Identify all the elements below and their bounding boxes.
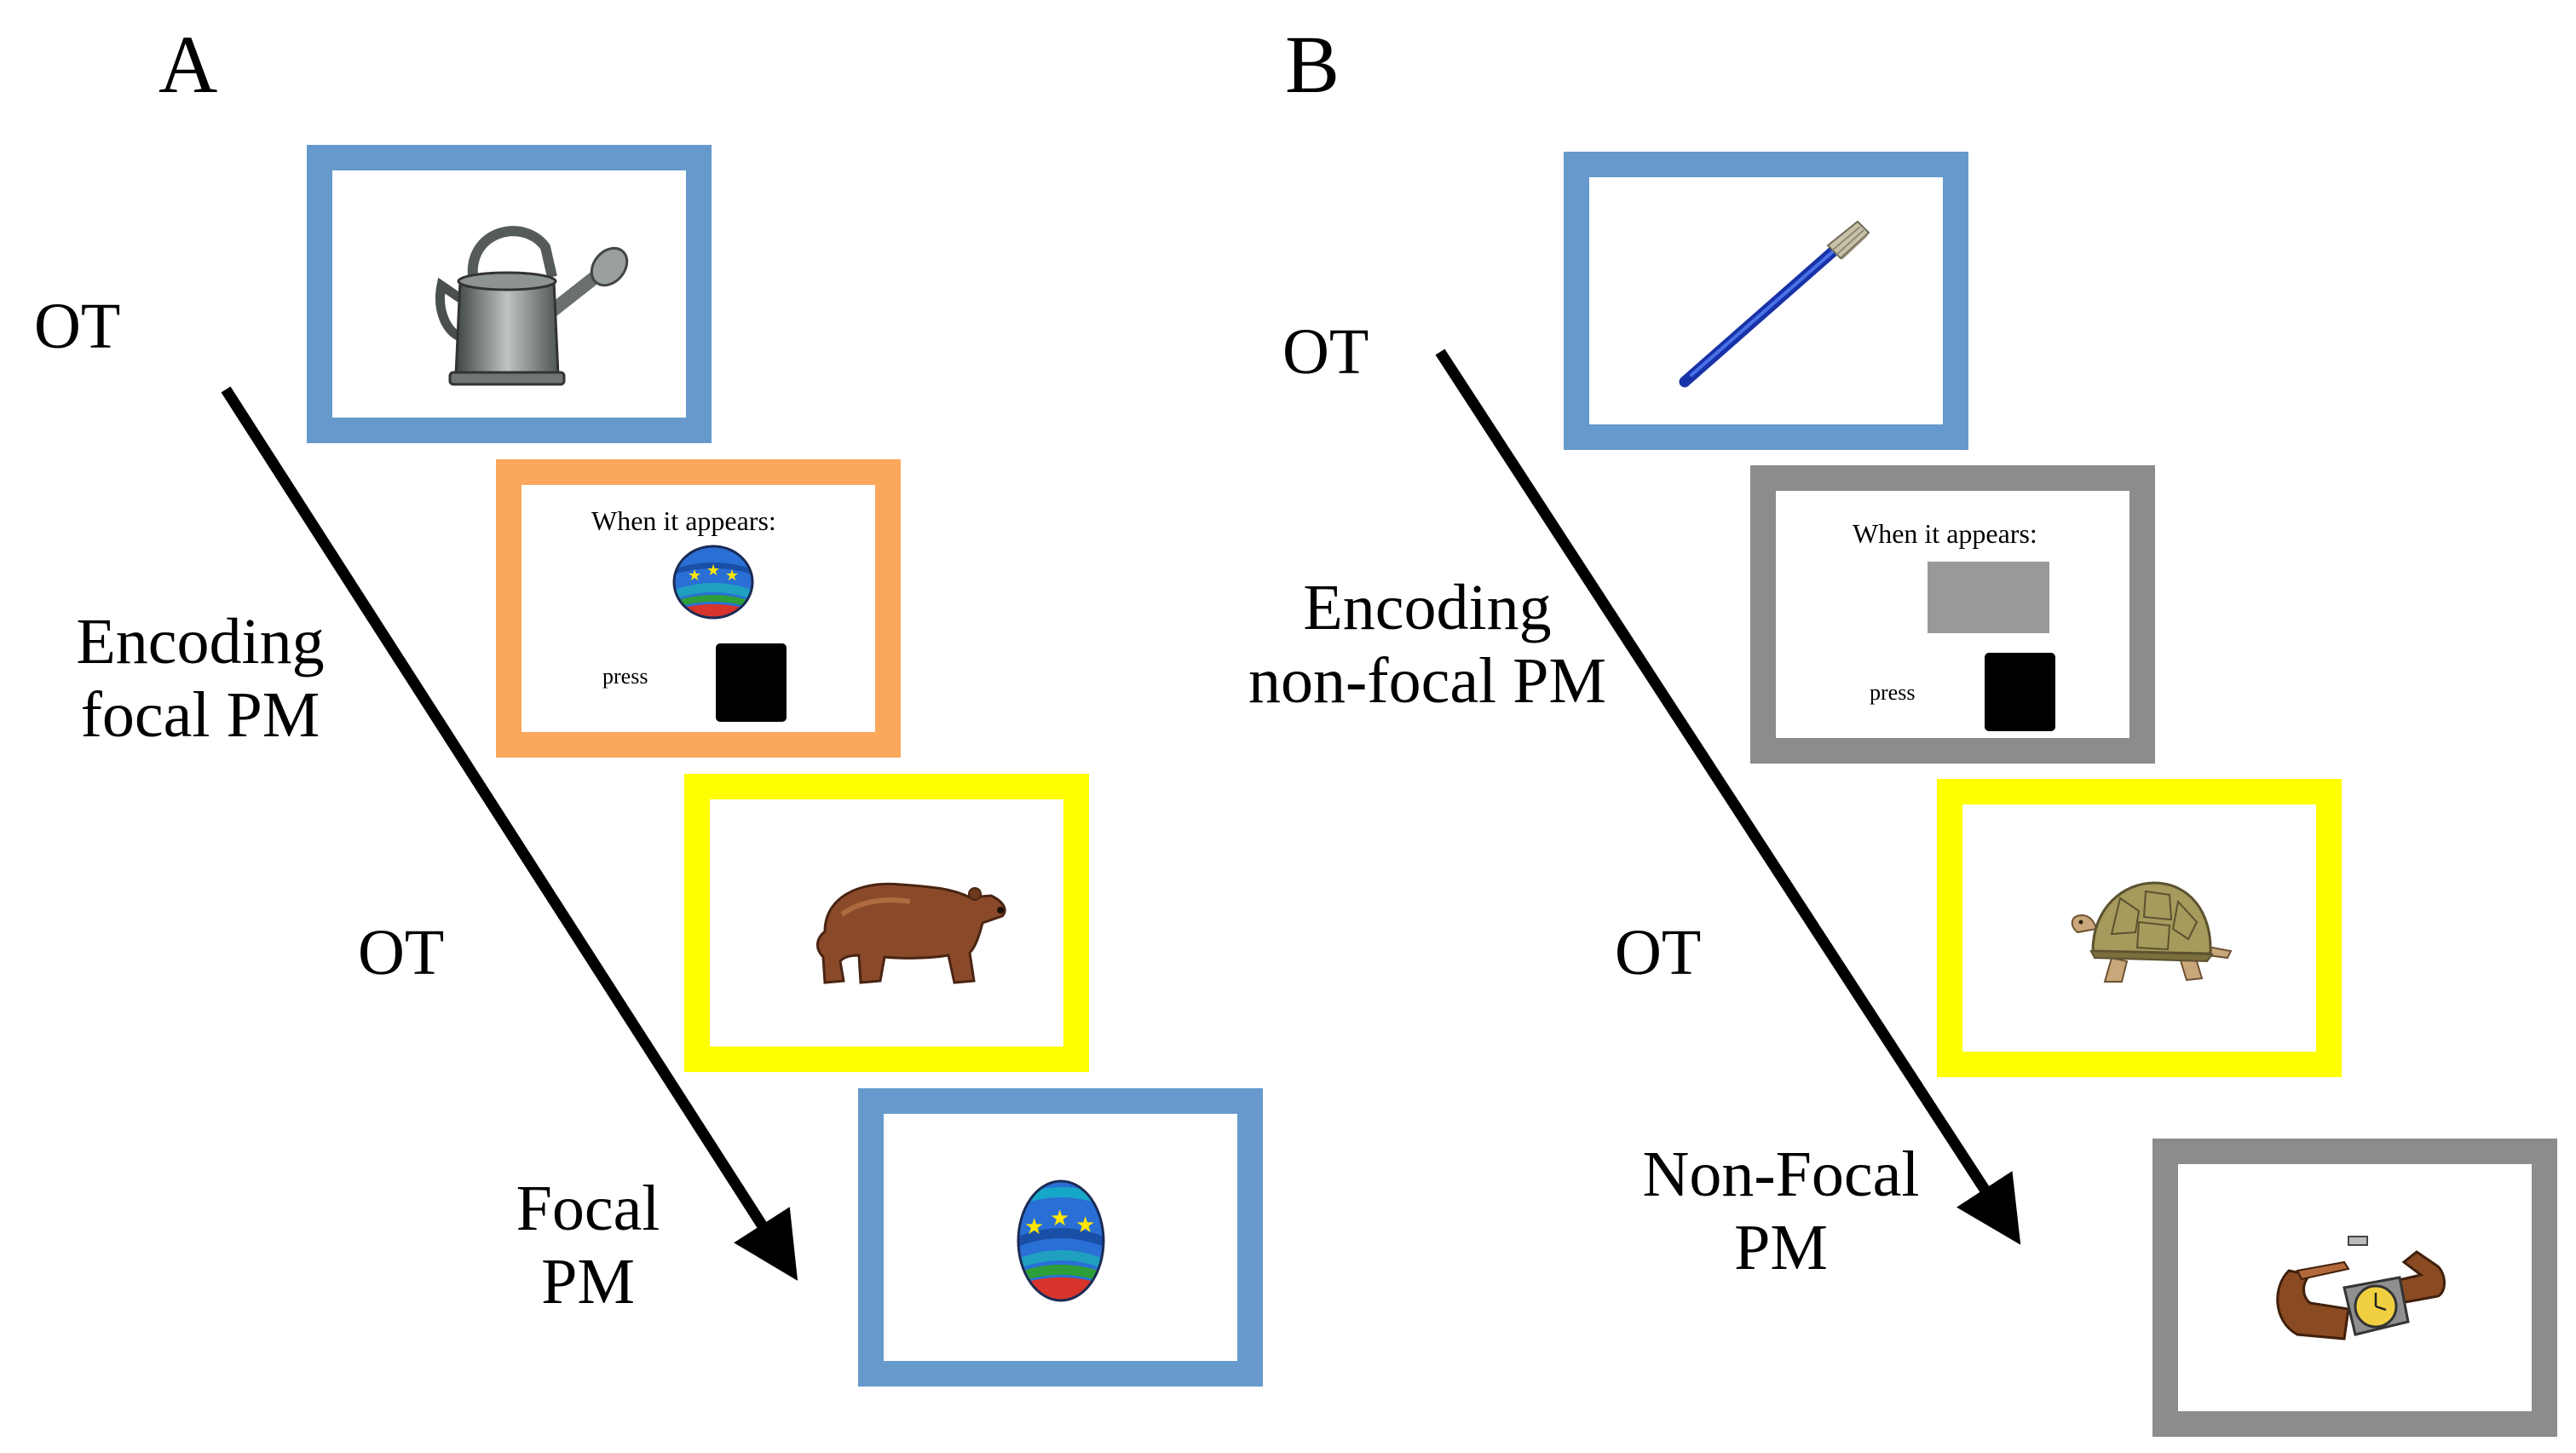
panel-b-pm-label: Non-Focal PM bbox=[1602, 1138, 1960, 1284]
press-label: press bbox=[602, 664, 648, 689]
press-label: press bbox=[1870, 680, 1916, 705]
svg-text:★: ★ bbox=[706, 562, 720, 579]
encoding-label-line1: Encoding bbox=[76, 606, 325, 677]
pm-label-line1: Non-Focal bbox=[1642, 1139, 1920, 1210]
encoding-label-line2: focal PM bbox=[80, 679, 320, 751]
panel-a-encoding-screen: When it appears: ★ ★ ★ press bbox=[496, 459, 901, 758]
response-key-icon bbox=[1985, 653, 2055, 731]
panel-b-ot-trial-1 bbox=[1564, 152, 1968, 450]
timeline-arrow-a bbox=[221, 386, 798, 1281]
toothbrush-icon bbox=[1679, 220, 1870, 388]
encoding-label-line2: non-focal PM bbox=[1248, 645, 1607, 717]
panel-a-ot-label-mid: OT bbox=[358, 917, 445, 989]
bear-icon bbox=[816, 882, 1006, 984]
instruction-heading: When it appears: bbox=[1853, 518, 2037, 549]
panel-a-pm-trial: ★ ★ ★ bbox=[858, 1088, 1263, 1387]
instruction-heading: When it appears: bbox=[591, 505, 776, 536]
easter-egg-icon: ★ ★ ★ bbox=[672, 545, 754, 620]
panel-b-encoding-label: Encoding non-focal PM bbox=[1223, 571, 1632, 718]
svg-text:★: ★ bbox=[725, 567, 739, 585]
panel-b-ot-trial-2 bbox=[1937, 779, 2342, 1077]
easter-egg-icon: ★ ★ ★ bbox=[1017, 1179, 1105, 1302]
panel-a-encoding-label: Encoding focal PM bbox=[34, 605, 366, 752]
pm-label-line2: PM bbox=[541, 1246, 635, 1318]
panel-a-letter: A bbox=[158, 19, 218, 110]
panel-b-ot-label-mid: OT bbox=[1615, 917, 1702, 989]
gray-rectangle-icon bbox=[1928, 562, 2049, 633]
timeline-arrow-b bbox=[1435, 349, 2021, 1245]
response-key-icon bbox=[716, 643, 787, 722]
wristwatch-icon bbox=[2276, 1236, 2446, 1341]
panel-a-ot-trial-2 bbox=[684, 774, 1089, 1072]
svg-text:★: ★ bbox=[1075, 1213, 1095, 1238]
panel-b-pm-trial bbox=[2152, 1139, 2557, 1437]
pm-label-line2: PM bbox=[1734, 1212, 1828, 1283]
pm-label-line1: Focal bbox=[516, 1173, 660, 1244]
panel-a-pm-label: Focal PM bbox=[477, 1172, 699, 1318]
panel-b-ot-label-top: OT bbox=[1282, 316, 1369, 388]
panel-b-letter: B bbox=[1285, 19, 1340, 110]
panel-a-ot-label-top: OT bbox=[34, 291, 121, 362]
svg-text:★: ★ bbox=[688, 567, 701, 585]
tortoise-icon bbox=[2071, 881, 2233, 983]
encoding-label-line1: Encoding bbox=[1303, 572, 1552, 643]
svg-text:★: ★ bbox=[1024, 1214, 1044, 1240]
watering-can-icon bbox=[435, 226, 629, 386]
panel-a-ot-trial-1 bbox=[307, 145, 712, 443]
panel-b-encoding-screen: When it appears: press bbox=[1750, 465, 2155, 764]
svg-text:★: ★ bbox=[1050, 1206, 1069, 1231]
